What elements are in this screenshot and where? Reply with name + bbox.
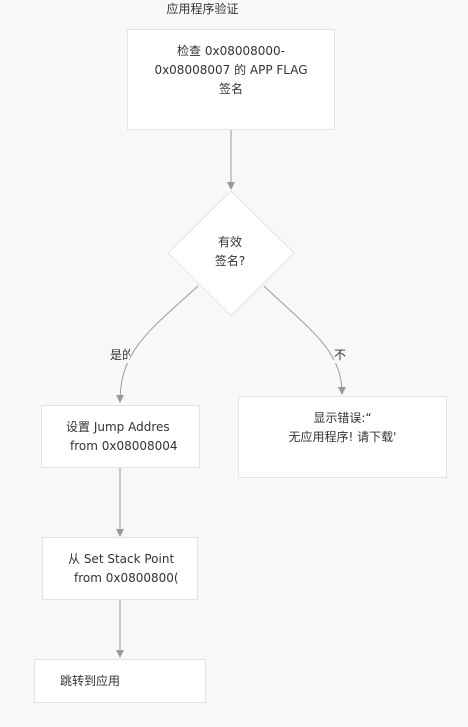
- node-jump-line-1: 跳转到应用: [60, 674, 121, 688]
- decision-label: 有效 签名?: [180, 233, 280, 271]
- decision-diamond: [167, 190, 295, 317]
- node-check-line-3: 签名: [218, 82, 243, 96]
- edge-label-no: 不: [334, 347, 347, 363]
- node-error-line-2: 无应用程序! 请下载': [288, 430, 397, 444]
- node-check-line-2: 0x08008007 的 APP FLAG: [154, 63, 308, 77]
- decision-line-1: 有效: [217, 235, 242, 249]
- node-set-stack-line-2: from 0x0800800(: [74, 571, 179, 585]
- edge-label-yes: 是的: [110, 347, 130, 363]
- node-check-app-flag: 检查 0x08008000- 0x08008007 的 APP FLAG 签名: [127, 29, 335, 130]
- node-set-jump-line-1: 设置 Jump Addres: [66, 420, 170, 434]
- node-set-jump-line-2: from 0x08008004: [70, 439, 178, 453]
- edge-decision-to-set-jump: [116, 285, 199, 403]
- edge-decision-to-error: [263, 285, 346, 395]
- node-set-stack-pointer: 从 Set Stack Point from 0x0800800(: [42, 537, 198, 600]
- node-set-stack-line-1: 从 Set Stack Point: [68, 552, 175, 566]
- diagram-title: 应用程序验证: [166, 2, 239, 16]
- decision-line-2: 签名?: [214, 254, 246, 268]
- node-error-line-1: 显示错误:“: [313, 411, 372, 425]
- node-jump-to-app: 跳转到应用: [34, 659, 206, 703]
- node-show-error: 显示错误:“ 无应用程序! 请下载': [238, 396, 447, 478]
- node-check-line-1: 检查 0x08008000-: [177, 44, 285, 58]
- node-set-jump-address: 设置 Jump Addres from 0x08008004: [41, 405, 200, 468]
